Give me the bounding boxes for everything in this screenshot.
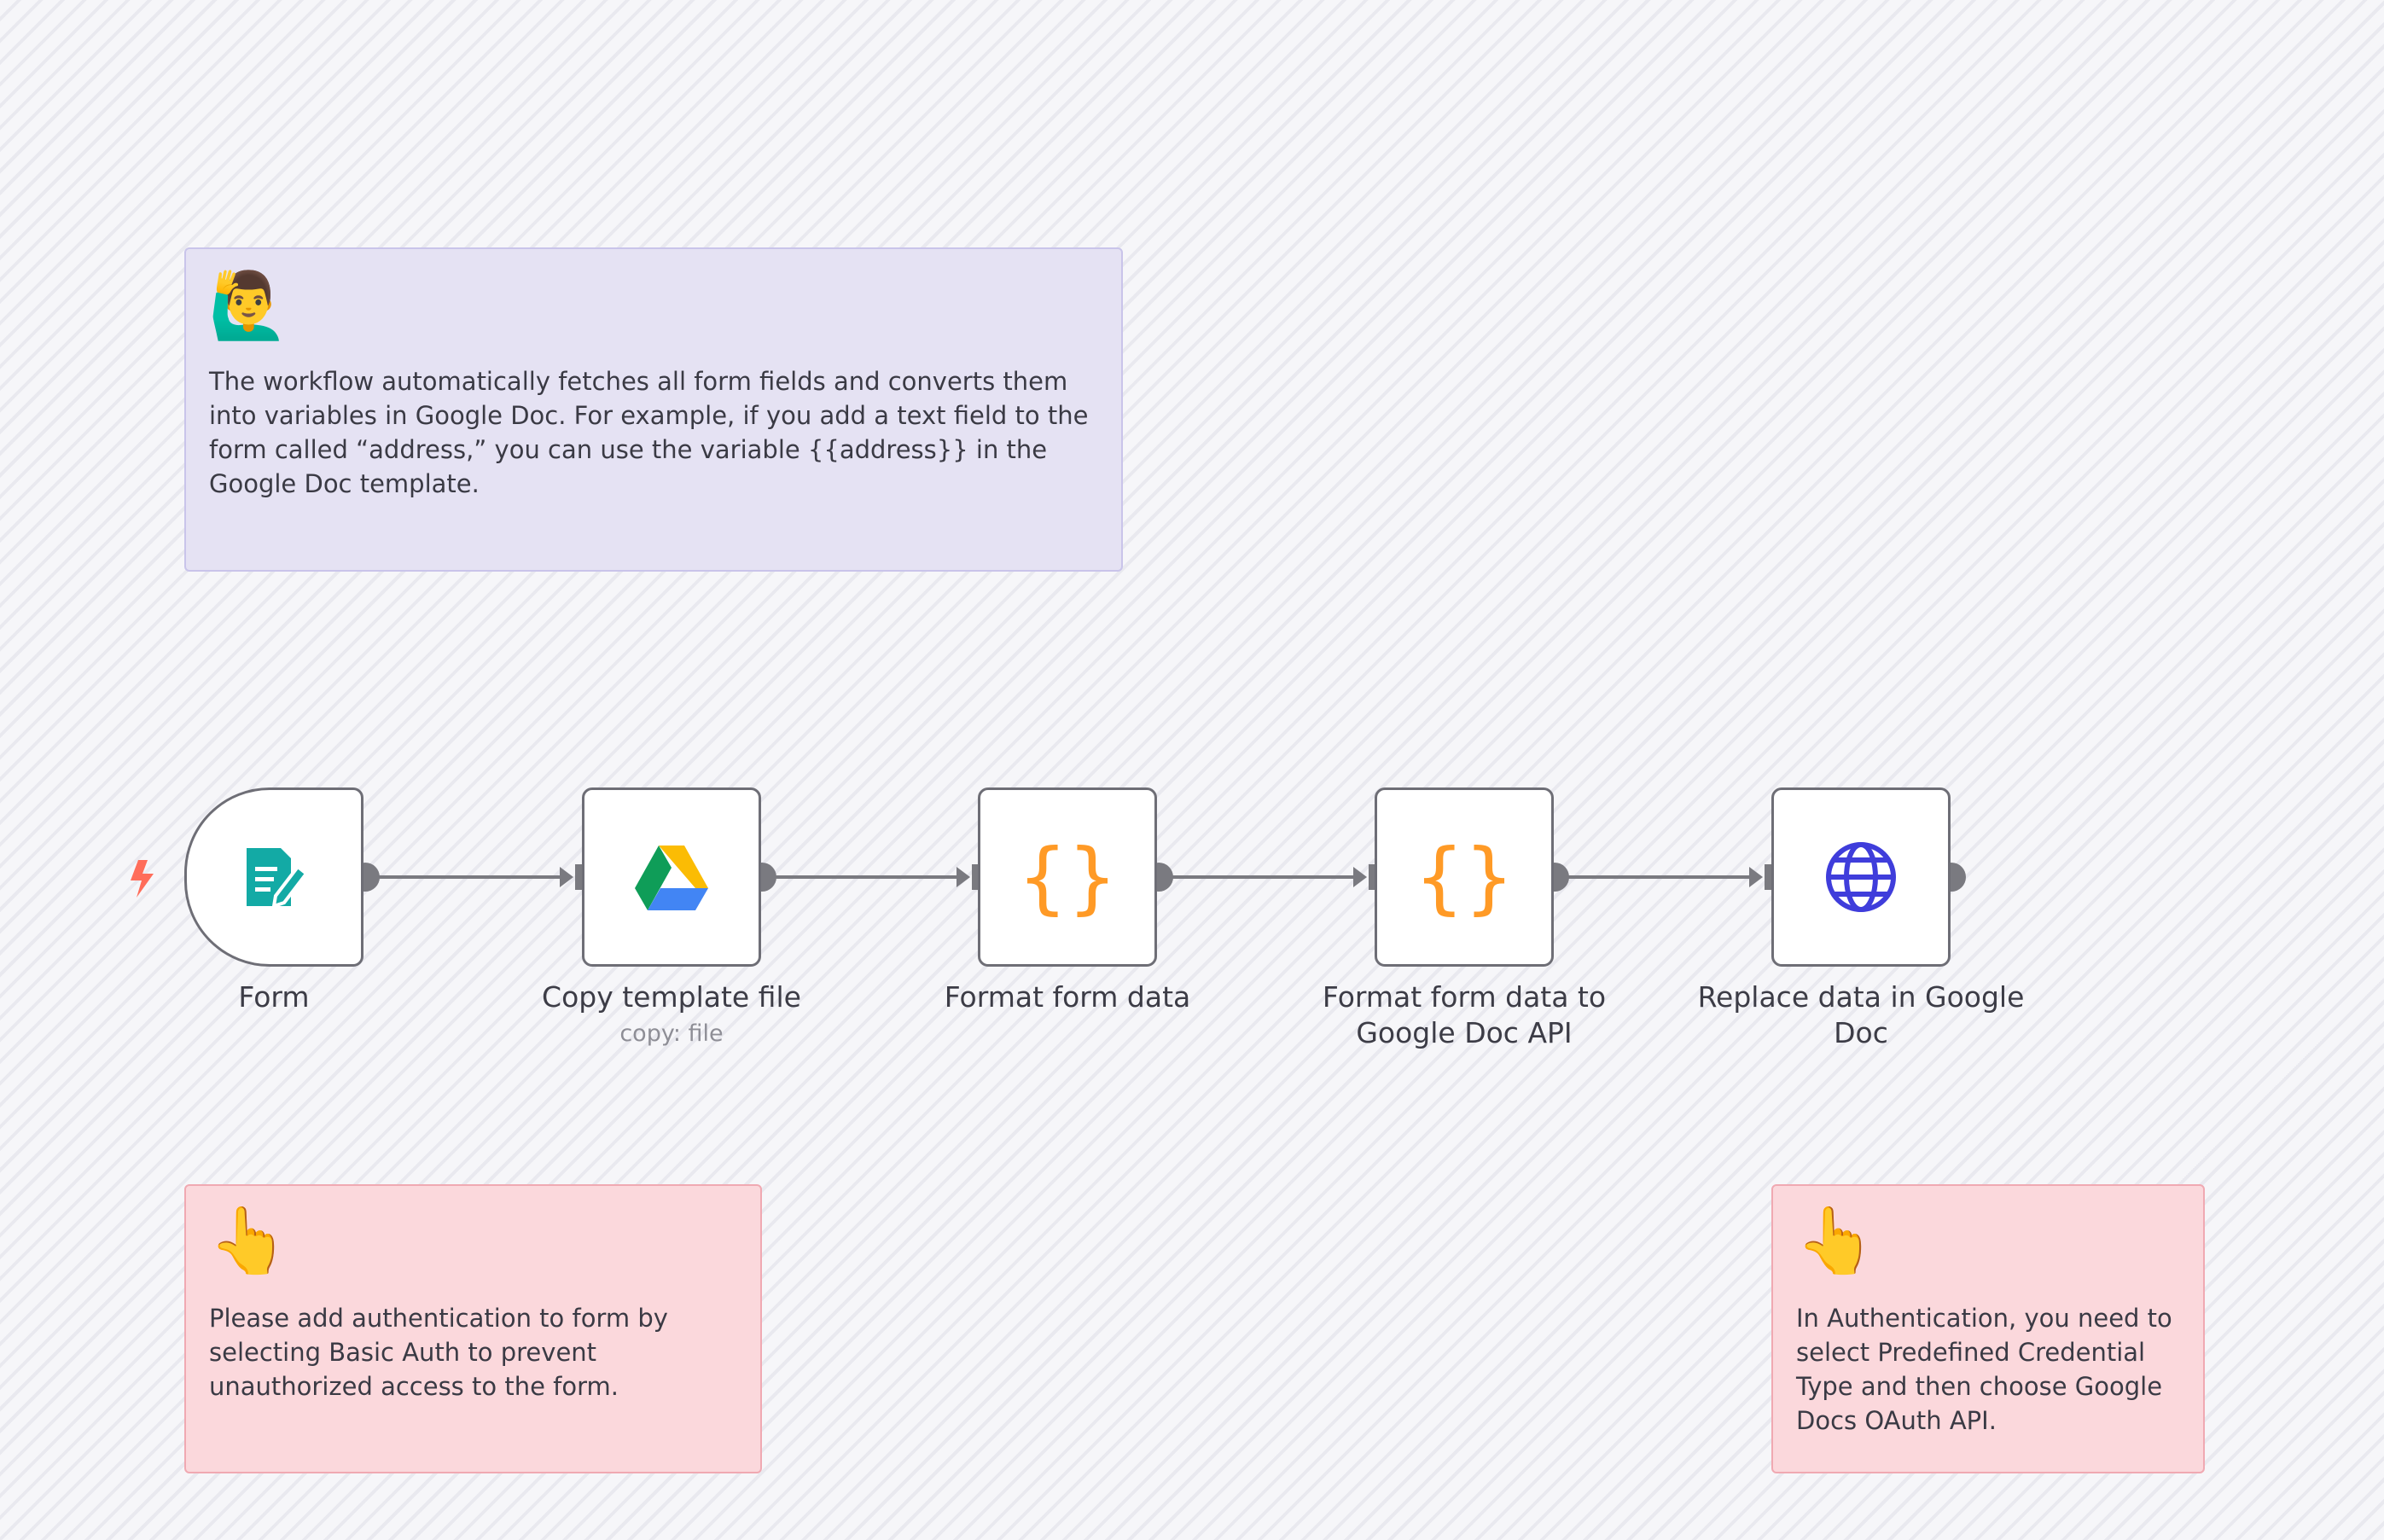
sticky-note-info[interactable]: 🙋‍♂️ The workflow automatically fetches … <box>184 247 1123 572</box>
node-form[interactable] <box>184 787 363 967</box>
raising-hand-emoji: 🙋‍♂️ <box>208 267 289 343</box>
sticky-note-text: In Authentication, you need to select Pr… <box>1796 1304 2172 1435</box>
trigger-bolt-icon <box>131 860 154 898</box>
svg-text:{}: {} <box>1417 834 1511 920</box>
code-braces-icon: {} <box>1020 834 1114 920</box>
sticky-note-google-auth[interactable]: 👆 In Authentication, you need to select … <box>1771 1184 2205 1473</box>
node-label: Copy template file <box>542 980 801 1014</box>
node-label: Format form data to Google Doc API <box>1322 980 1607 1049</box>
node-copy-template-file[interactable] <box>582 787 761 967</box>
arrowhead <box>1353 867 1367 887</box>
arrowhead <box>1749 867 1763 887</box>
node-label: Replace data in Google Doc <box>1697 980 2025 1049</box>
sticky-note-text: The workflow automatically fetches all f… <box>209 367 1089 498</box>
node-label: Form <box>238 980 310 1014</box>
arrowhead <box>560 867 573 887</box>
google-drive-icon <box>635 846 708 910</box>
node-sublabel: copy: file <box>619 1020 724 1047</box>
globe-icon <box>1826 842 1896 912</box>
form-edit-icon <box>247 848 309 909</box>
sticky-note-form-auth[interactable]: 👆 Please add authentication to form by s… <box>184 1184 762 1473</box>
node-format-form-data[interactable]: {} <box>978 787 1157 967</box>
pointing-up-emoji: 👆 <box>1795 1202 1876 1278</box>
node-format-to-google-doc-api[interactable]: {} <box>1375 787 1554 967</box>
svg-text:{}: {} <box>1020 834 1114 920</box>
code-braces-icon: {} <box>1417 834 1511 920</box>
pointing-up-emoji: 👆 <box>208 1202 289 1278</box>
node-replace-data-in-google-doc[interactable] <box>1771 787 1951 967</box>
sticky-note-text: Please add authentication to form by sel… <box>209 1304 668 1401</box>
arrowhead <box>957 867 970 887</box>
node-label: Format form data <box>944 980 1191 1014</box>
